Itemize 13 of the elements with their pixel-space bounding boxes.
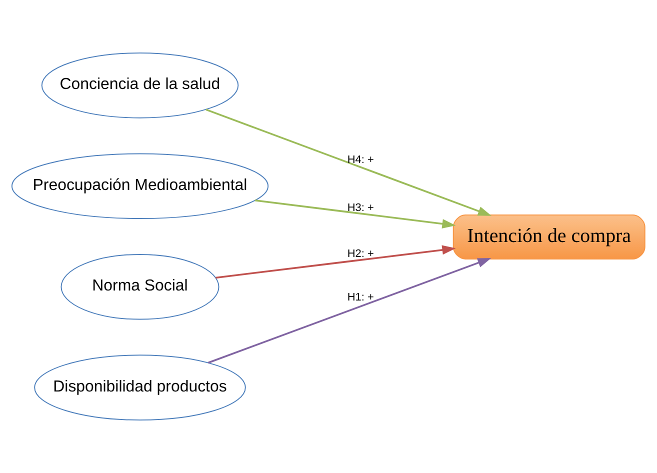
edge-label: H2: + — [347, 248, 374, 260]
node-box: Intención de compra — [452, 214, 646, 260]
edge-label: H1: + — [347, 292, 374, 304]
node-ellipse: Preocupación Medioambiental — [11, 153, 269, 220]
arrow — [208, 258, 492, 364]
node-ellipse: Conciencia de la salud — [41, 52, 239, 118]
edge-label: H3: + — [347, 202, 374, 214]
arrow — [254, 199, 456, 228]
node-ellipse: Disponibilidad productos — [34, 354, 246, 420]
node-ellipse: Norma Social — [60, 254, 220, 320]
arrow — [216, 245, 456, 279]
edge-label: H4: + — [347, 154, 374, 166]
arrow — [206, 108, 492, 216]
